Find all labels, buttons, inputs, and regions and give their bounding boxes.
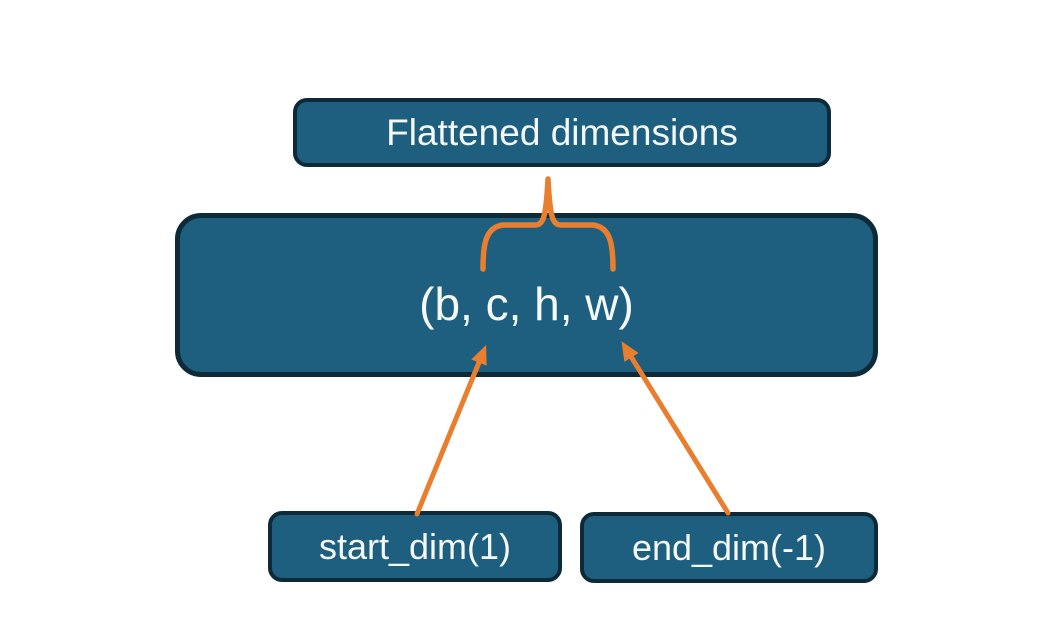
flattened-dimensions-box: Flattened dimensions — [293, 98, 831, 167]
start-dim-arrow — [414, 345, 487, 517]
tensor-shape-box: (b, c, h, w) — [175, 213, 878, 377]
tensor-shape-label: (b, c, h, w) — [419, 278, 634, 330]
start-dim-label: start_dim(1) — [318, 525, 512, 567]
flattened-dimensions-label: Flattened dimensions — [386, 111, 738, 153]
start-dim-box: start_dim(1) — [268, 511, 562, 582]
end-dim-box: end_dim(-1) — [580, 512, 878, 583]
end-dim-label: end_dim(-1) — [631, 526, 827, 568]
end-dim-arrow — [621, 341, 731, 516]
